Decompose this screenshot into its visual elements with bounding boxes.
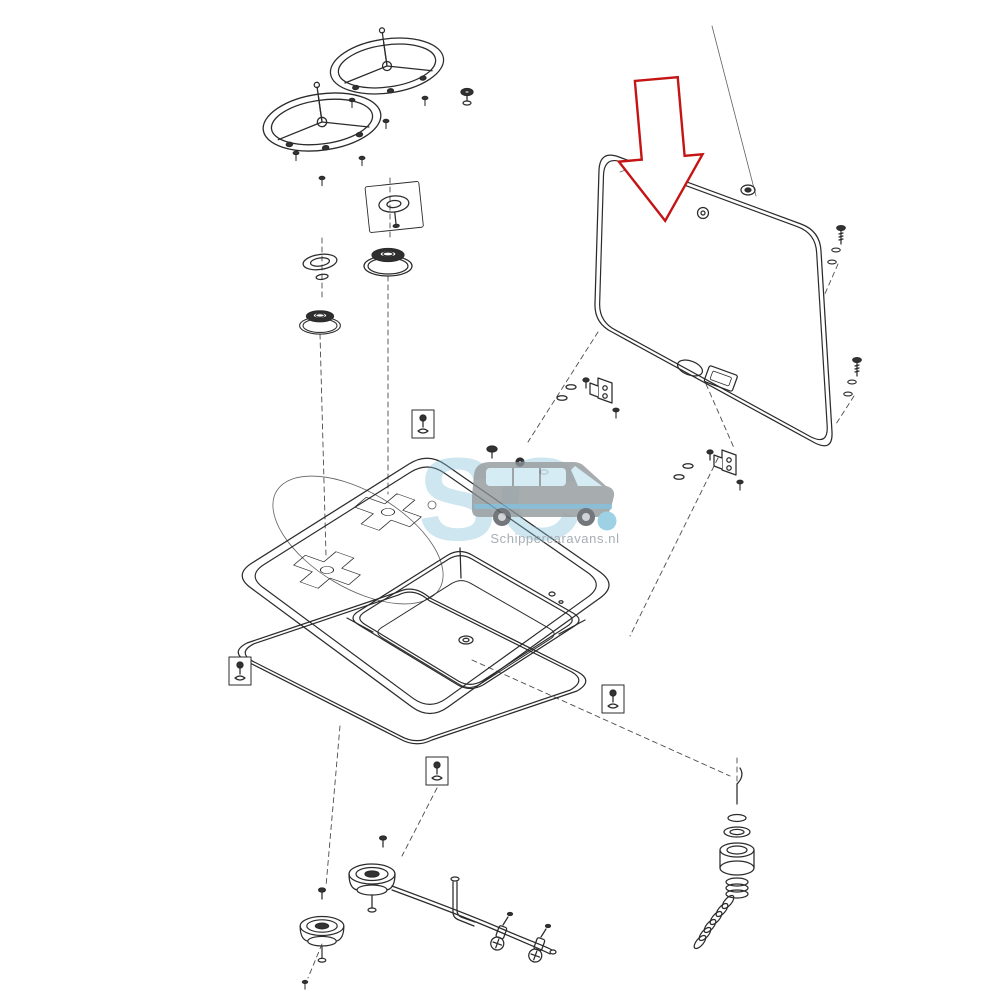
burner-cap-small [299,310,341,335]
grommet-top [460,87,474,106]
burner-cap-large [363,247,413,277]
lid-leader-line [711,25,757,197]
hob-sink-tray [241,457,610,715]
leader-lines-bottom [307,659,738,979]
seal-gasket [237,588,587,745]
sink-basin [346,547,586,690]
pan-support-grid-2 [257,73,386,187]
leader-lines-lid [527,263,855,637]
red-arrow [616,75,705,223]
drain-assembly [693,767,755,950]
lid-hinge-right [673,449,744,491]
gas-valves [488,911,552,965]
gas-burner-assembly [299,835,557,990]
lid-latch [676,359,738,392]
lid-hinge-left [556,377,620,419]
watermark-logo: SC Schippercaravans.nl [418,434,619,566]
lid-knob [740,184,756,196]
pan-support-grid-1 [324,19,448,130]
ignition-disc [364,181,424,233]
burner-trim-ring [301,251,339,281]
lid-screws-and-washers [827,224,862,397]
burner-cutout-2 [281,544,373,596]
van-icon [472,462,615,526]
gas-manifold-pipe [391,876,557,955]
watermark-dot [597,511,617,531]
drain-hose [693,894,735,950]
leader-lines-top [319,177,391,557]
watermark-site-text: Schippercaravans.nl [490,531,619,546]
